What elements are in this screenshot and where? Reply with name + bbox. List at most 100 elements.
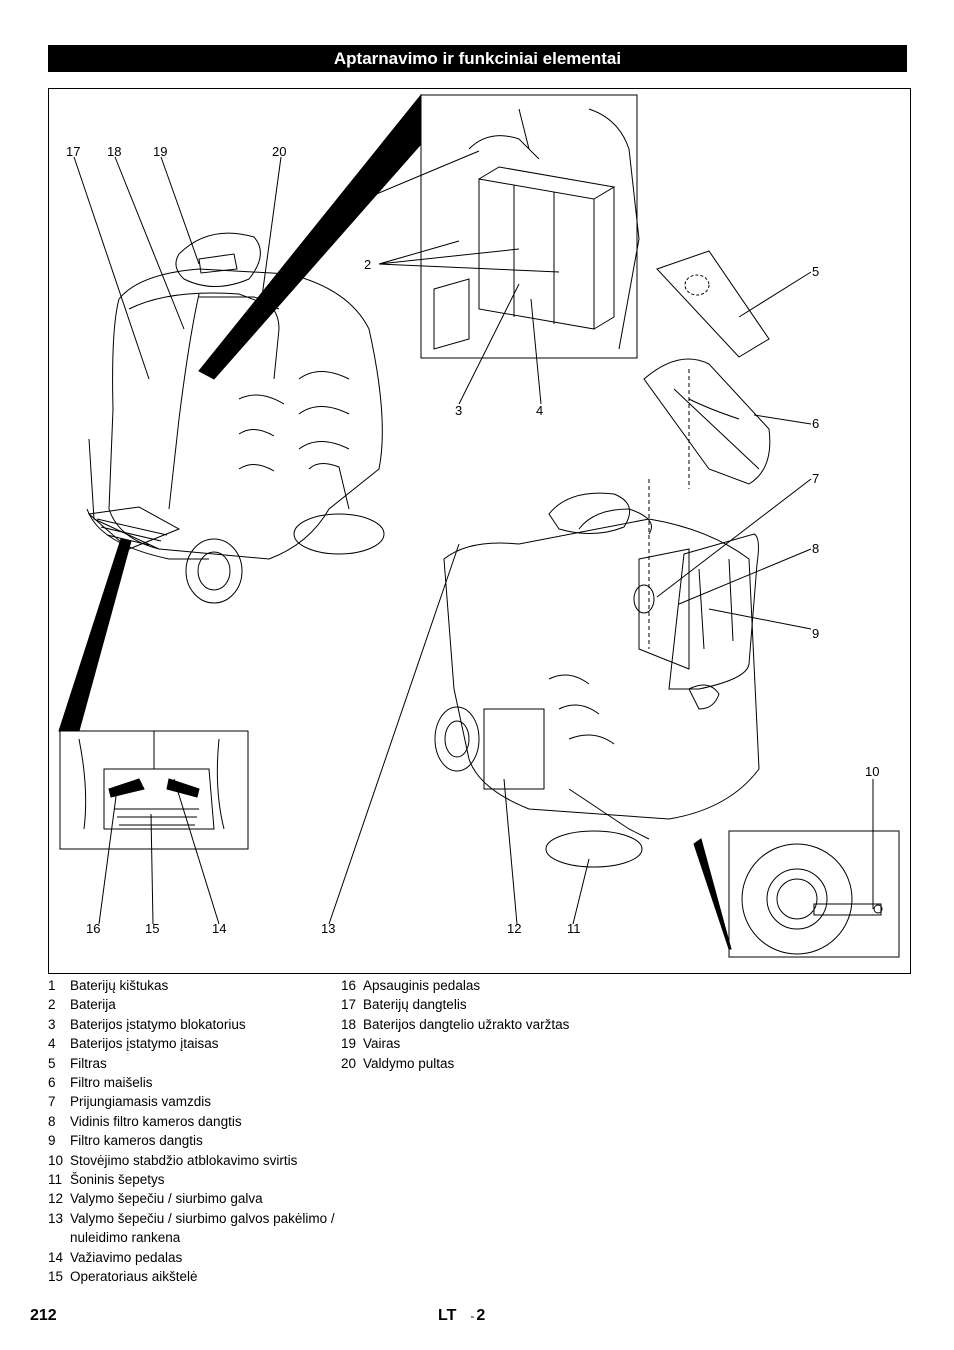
- legend-number: 3: [48, 1016, 56, 1032]
- legend-text: Baterijos įstatymo įtaisas: [70, 1036, 219, 1052]
- callout-1: 1: [364, 188, 371, 203]
- callout-2: 2: [364, 257, 371, 272]
- legend-number: 9: [48, 1133, 56, 1149]
- legend-item: 3 Baterijos įstatymo blokatorius: [48, 1015, 338, 1034]
- filter-cover: [668, 533, 759, 690]
- legend-number: 17: [341, 997, 357, 1013]
- callout-7: 7: [812, 471, 819, 486]
- legend-number: 1: [48, 978, 56, 993]
- callout-4: 4: [536, 403, 543, 418]
- legend-text: Baterijų dangtelis: [363, 997, 467, 1013]
- callout-11: 11: [567, 921, 581, 936]
- operator-platform-left: [87, 506, 181, 550]
- legend-text: Baterijos dangtelio užrakto varžtas: [363, 1016, 570, 1032]
- legend-text: Važiavimo pedalas: [70, 1249, 183, 1265]
- legend-text: Vairas: [363, 1036, 401, 1052]
- wheel-left: [185, 538, 243, 604]
- legend-text: Filtro maišelis: [70, 1075, 153, 1091]
- section-title-bar: Aptarnavimo ir funkciniai elementai: [48, 45, 907, 72]
- callout-18: 18: [107, 144, 121, 159]
- machine-illustration: 17 18 19 20 1 2 3 4 5 6 7 8 9 10 16 15 1…: [48, 88, 911, 974]
- section-title: Aptarnavimo ir funkciniai elementai: [333, 48, 622, 68]
- side-brush-left: [293, 513, 385, 555]
- zoom-wedge-top: [198, 93, 422, 380]
- legend-item: 19 Vairas: [341, 1034, 641, 1053]
- legend-item: 13 Valymo šepečiu / siurbimo galvos pakėl…: [48, 1209, 338, 1248]
- footer-separator: -: [470, 1309, 475, 1323]
- legend-number: 13: [48, 1210, 64, 1226]
- legend-item: 15 Operatoriaus aikštelė: [48, 1267, 338, 1286]
- legend-number: 19: [341, 1036, 357, 1052]
- legend-item: 17 Baterijų dangtelis: [341, 995, 641, 1014]
- side-brush-right: [545, 830, 643, 868]
- legend-item: 1 Baterijų kištukas: [48, 976, 338, 995]
- zoom-wedge-bottom: [58, 538, 132, 732]
- legend-number: 7: [48, 1094, 56, 1110]
- legend-number: 20: [341, 1055, 357, 1071]
- legend-text: Apsauginis pedalas: [363, 978, 481, 993]
- legend-item: 8 Vidinis filtro kameros dangtis: [48, 1112, 338, 1131]
- footer-section: 2: [476, 1307, 486, 1324]
- filter-bag-part: [643, 358, 771, 485]
- callout-3: 3: [455, 403, 462, 418]
- legend-text: Stovėjimo stabdžio atblokavimo svirtis: [70, 1152, 298, 1168]
- legend-number: 12: [48, 1191, 64, 1207]
- filter-part: [656, 250, 770, 358]
- callout-14: 14: [212, 921, 226, 936]
- legend-text: Baterijos įstatymo blokatorius: [70, 1016, 246, 1032]
- callout-13: 13: [321, 921, 335, 936]
- battery-inset-frame: [420, 94, 638, 359]
- legend-number: 15: [48, 1269, 64, 1285]
- callout-20: 20: [272, 144, 286, 159]
- legend-item: 18 Baterijos dangtelio užrakto varžtas: [341, 1015, 641, 1034]
- callout-12: 12: [507, 921, 521, 936]
- legend-number: 18: [341, 1016, 357, 1032]
- legend-text: Prijungiamasis vamzdis: [70, 1094, 212, 1110]
- brake-inset-frame: [728, 830, 900, 958]
- callout-16: 16: [86, 921, 100, 936]
- legend-number: 11: [48, 1172, 63, 1188]
- legend-item: 2 Baterija: [48, 995, 338, 1014]
- legend-text: Valymo šepečiu / siurbimo galvos pakėlim…: [70, 1210, 335, 1246]
- legend-text: Baterija: [70, 997, 116, 1013]
- legend-text: Vidinis filtro kameros dangtis: [70, 1113, 242, 1129]
- legend-text: Valdymo pultas: [363, 1055, 455, 1071]
- callout-15: 15: [145, 921, 159, 936]
- legend-text: Filtro kameros dangtis: [70, 1133, 203, 1149]
- legend-item: 6 Filtro maišelis: [48, 1073, 338, 1092]
- legend-item: 9 Filtro kameros dangtis: [48, 1131, 338, 1150]
- callout-17: 17: [66, 144, 80, 159]
- legend-number: 4: [48, 1036, 56, 1052]
- callout-6: 6: [812, 416, 819, 431]
- legend-item: 4 Baterijos įstatymo įtaisas: [48, 1034, 338, 1053]
- callout-5: 5: [812, 264, 819, 279]
- legend-text: Operatoriaus aikštelė: [70, 1269, 198, 1285]
- callout-8: 8: [812, 541, 819, 556]
- technical-drawing: 17 18 19 20 1 2 3 4 5 6 7 8 9 10 16 15 1…: [58, 93, 900, 958]
- legend-number: 2: [48, 997, 56, 1013]
- zoom-wedge-right: [693, 838, 732, 950]
- callout-19: 19: [153, 144, 167, 159]
- page-number: 212: [30, 1307, 57, 1324]
- steering-wheel-right: [548, 492, 631, 535]
- brake-lever: [813, 903, 882, 916]
- callout-9: 9: [812, 626, 819, 641]
- footer-lang: LT: [438, 1307, 457, 1324]
- legend-item: 20 Valdymo pultas: [341, 1054, 641, 1073]
- legend-number: 8: [48, 1113, 56, 1129]
- footer-section-code: LT-2: [438, 1307, 485, 1325]
- legend-number: 6: [48, 1075, 56, 1091]
- steering-wheel-left: [175, 232, 261, 287]
- callout-numbers: 17 18 19 20 1 2 3 4 5 6 7 8 9 10 16 15 1…: [66, 144, 879, 936]
- wheel-right: [434, 706, 480, 772]
- callout-10: 10: [865, 764, 879, 779]
- legend-text: Baterijų kištukas: [70, 978, 169, 993]
